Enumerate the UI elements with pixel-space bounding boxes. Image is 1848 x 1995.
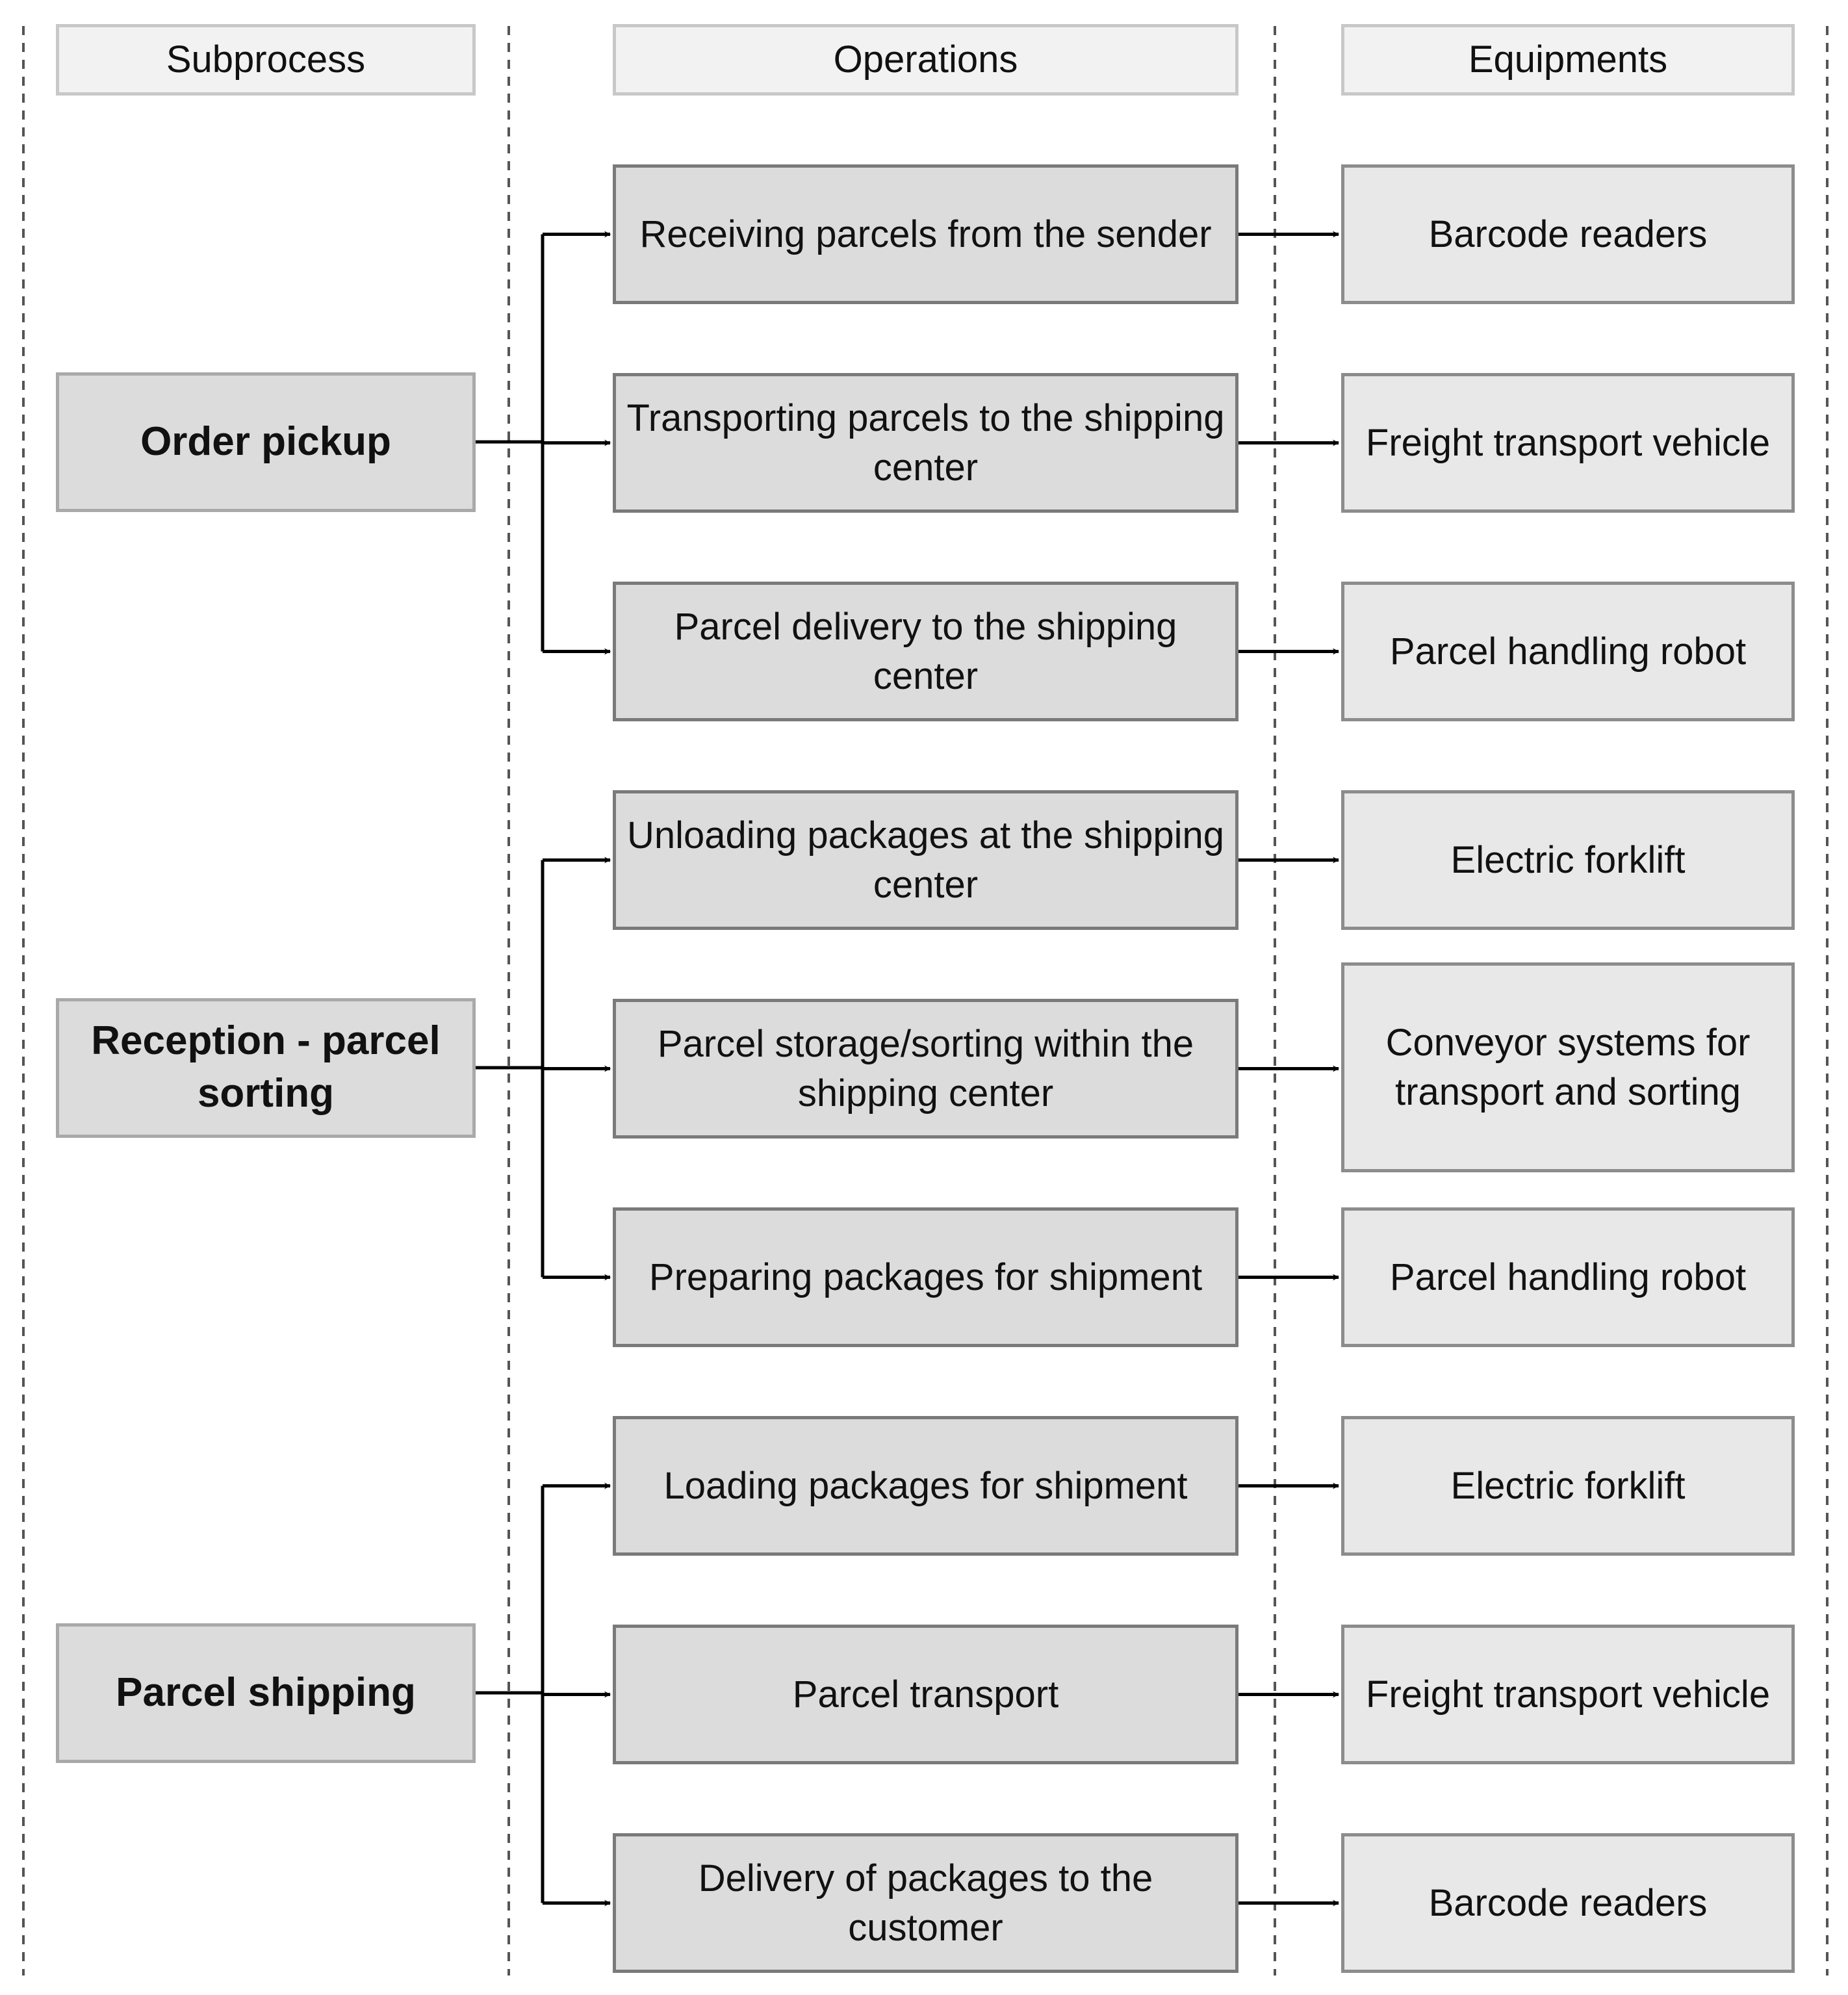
subprocess-box: Order pickup (56, 372, 476, 512)
header-subprocess: Subprocess (56, 24, 476, 96)
subprocess-box: Parcel shipping (56, 1623, 476, 1763)
operation-box: Parcel delivery to the shipping center (613, 582, 1238, 721)
equipment-box: Electric forklift (1341, 1416, 1795, 1556)
equipment-box: Freight transport vehicle (1341, 1625, 1795, 1764)
equipment-box: Parcel handling robot (1341, 1207, 1795, 1347)
operation-box: Parcel transport (613, 1625, 1238, 1764)
operation-box: Loading packages for shipment (613, 1416, 1238, 1556)
operation-box: Delivery of packages to the customer (613, 1833, 1238, 1973)
equipment-box: Barcode readers (1341, 164, 1795, 304)
operation-box: Transporting parcels to the shipping cen… (613, 373, 1238, 513)
lane-dividers (22, 26, 1829, 1976)
connectors (476, 231, 1339, 1907)
equipment-box: Freight transport vehicle (1341, 373, 1795, 513)
operation-box: Parcel storage/sorting within the shippi… (613, 999, 1238, 1139)
equipment-box: Parcel handling robot (1341, 582, 1795, 721)
operation-box: Receiving parcels from the sender (613, 164, 1238, 304)
header-operations: Operations (613, 24, 1238, 96)
header-equipments: Equipments (1341, 24, 1795, 96)
subprocess-box: Reception - parcel sorting (56, 997, 476, 1138)
equipment-box: Conveyor systems for transport and sorti… (1341, 962, 1795, 1172)
operation-box: Unloading packages at the shipping cente… (613, 790, 1238, 930)
equipment-box: Electric forklift (1341, 790, 1795, 930)
operation-box: Preparing packages for shipment (613, 1207, 1238, 1347)
equipment-box: Barcode readers (1341, 1833, 1795, 1973)
